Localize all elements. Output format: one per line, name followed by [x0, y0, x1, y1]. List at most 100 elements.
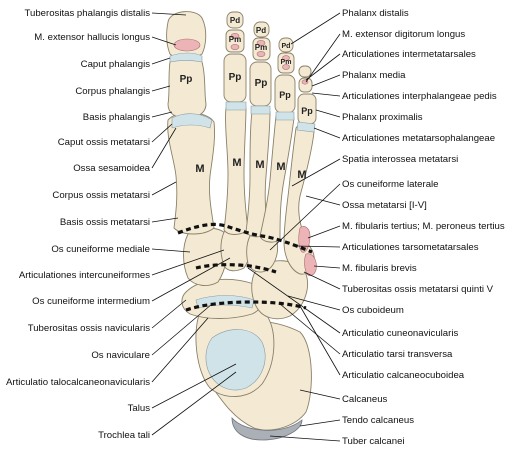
right-label-11: Articulationes tarsometatarsales: [342, 242, 479, 253]
leader-left-1: [151, 36, 177, 46]
extensor-digitorum-tendon-3a: [256, 40, 266, 46]
right-label-2: Articulationes intermetatarsales: [342, 49, 476, 60]
extensor-digitorum-tendon-2b: [230, 44, 240, 50]
left-label-10: Articulationes intercuneiformes: [19, 270, 150, 281]
right-label-9: Ossa metatarsi [I-V]: [342, 200, 427, 211]
mtp-4-cartilage: [275, 111, 295, 121]
right-label-20: Tuber calcanei: [342, 436, 405, 447]
leader-right-20: [269, 435, 341, 442]
leader-right-14: [287, 295, 341, 311]
right-label-5: Phalanx proximalis: [342, 112, 423, 123]
tendons-group: [173, 33, 317, 276]
tarsometatarsal-joint-line: [177, 222, 313, 254]
right-label-0: Phalanx distalis: [342, 8, 409, 19]
right-label-8: Os cuneiforme laterale: [342, 179, 439, 190]
pp-toe-2-label: Pp: [229, 72, 242, 83]
pp-toe-3-label: Pp: [255, 78, 268, 89]
leader-left-5: [151, 123, 173, 143]
m-2-label: M: [232, 157, 241, 169]
leader-lines-group: [151, 12, 341, 442]
leader-left-2: [151, 57, 171, 65]
joint-lines-group: [177, 222, 313, 312]
leader-right-6: [313, 127, 341, 139]
left-label-2: Caput phalangis: [81, 59, 151, 70]
bone-letters-group: Pd Pd Pd Pm Pm Pm Pp Pp Pp Pp Pp M M M M…: [180, 16, 314, 181]
pm-toe-2-label: Pm: [229, 35, 241, 44]
right-label-16: Articulatio tarsi transversa: [342, 349, 453, 360]
leader-left-6: [151, 127, 177, 169]
left-label-14: Articulatio talocalcaneonavicularis: [6, 377, 150, 388]
intercuneiform-joint-line: [195, 263, 277, 274]
extensor-digitorum-tendon-2a: [230, 33, 240, 39]
extensor-digitorum-tendon-4b: [282, 64, 290, 70]
leader-left-4: [151, 111, 173, 118]
right-label-13: Tuberositas ossis metatarsi quinti V: [342, 284, 494, 295]
mtp-1-cartilage: [171, 113, 213, 129]
leader-right-12: [313, 265, 341, 269]
trochlea-tali-shape: [205, 329, 266, 391]
left-label-4: Basis phalangis: [83, 112, 150, 123]
metatarsal-1-bone: [167, 112, 215, 235]
leader-right-3: [311, 74, 341, 87]
hallux-distal-phalanx-bone: [166, 11, 207, 59]
m-1-label: M: [195, 163, 204, 175]
leader-right-17: [299, 305, 341, 376]
mtp-3-cartilage: [250, 105, 271, 115]
toe-2-distal-phalanx-bone: [226, 11, 244, 29]
pp-toe-1-label: Pp: [180, 74, 193, 85]
leader-left-11: [151, 257, 231, 302]
leader-left-0: [151, 12, 187, 16]
leader-right-0: [290, 12, 341, 45]
hallux-proximal-phalanx-bone: [167, 55, 207, 119]
right-label-15: Articulatio cuneonavicularis: [342, 328, 458, 339]
toe-2-middle-phalanx-bone: [225, 29, 245, 53]
left-label-12: Tuberositas ossis navicularis: [28, 323, 150, 334]
left-label-7: Corpus ossis metatarsi: [52, 190, 150, 201]
pd-toe-4-label: Pd: [282, 43, 291, 50]
left-labels-group: Tuberositas phalangis distalis M. extens…: [6, 8, 151, 441]
leader-left-10: [151, 249, 225, 276]
toe-3-distal-phalanx-bone: [253, 21, 270, 38]
left-label-15: Talus: [128, 403, 151, 414]
leader-left-16: [151, 371, 237, 436]
leader-right-18: [299, 389, 341, 400]
leader-right-1: [305, 33, 341, 83]
right-label-14: Os cuboideum: [342, 305, 404, 316]
right-label-17: Articulatio calcaneocuboidea: [342, 370, 465, 381]
right-label-10: M. fibularis tertius; M. peroneus tertiu…: [342, 221, 505, 232]
left-label-11: Os cuneiforme intermedium: [32, 296, 150, 307]
toe-5-distal-phalanx-bone: [298, 65, 312, 78]
leader-left-13: [151, 303, 213, 356]
leader-right-10: [307, 225, 341, 239]
leader-left-15: [151, 363, 237, 409]
transverse-tarsal-joint-line: [185, 300, 307, 312]
leader-left-3: [151, 85, 171, 92]
right-label-12: M. fibularis brevis: [342, 263, 417, 274]
leader-left-14: [151, 317, 209, 383]
left-label-9: Os cuneiforme mediale: [51, 244, 150, 255]
right-label-3: Phalanx media: [342, 70, 406, 81]
right-label-7: Spatia interossea metatarsi: [342, 154, 458, 165]
leader-right-8: [269, 183, 341, 251]
left-label-5: Caput ossis metatarsi: [58, 137, 150, 148]
pm-toe-4-label: Pm: [281, 59, 292, 66]
toe-4-middle-phalanx-bone: [277, 52, 295, 74]
leader-left-7: [151, 181, 177, 196]
leader-right-19: [299, 419, 341, 427]
m-5-label: M: [297, 169, 306, 181]
left-label-16: Trochlea tali: [98, 430, 150, 441]
tuber-calcanei-shape: [231, 416, 303, 441]
metatarsal-2-bone: [223, 103, 249, 235]
extensor-hallucis-longus-tendon: [173, 38, 201, 52]
left-label-6: Ossa sesamoidea: [73, 163, 150, 174]
right-label-18: Calcaneus: [342, 394, 388, 405]
leader-right-13: [303, 271, 341, 290]
leader-left-8: [151, 217, 179, 223]
extensor-digitorum-tendon-4a: [282, 55, 290, 61]
mtp-2-cartilage: [225, 101, 247, 111]
pm-toe-3-label: Pm: [255, 43, 267, 52]
leader-right-7: [291, 158, 341, 187]
leader-right-11: [295, 245, 341, 248]
left-label-13: Os naviculare: [91, 350, 150, 361]
